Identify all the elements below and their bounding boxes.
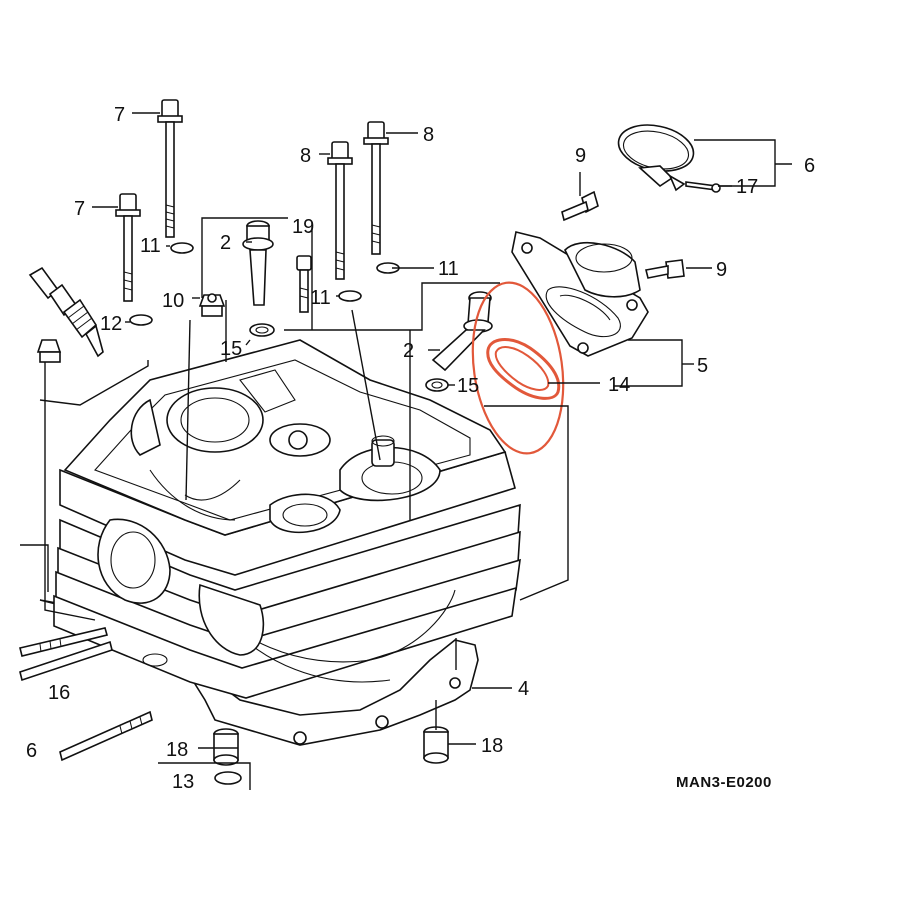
callout-16-b: 6 — [26, 740, 37, 762]
callout-15-top: 15 — [220, 338, 242, 360]
cylinder-head — [39, 339, 521, 746]
screw-17 — [685, 181, 721, 193]
washer-15-mid — [425, 378, 449, 392]
callout-16-a: 16 — [48, 682, 70, 704]
callout-17: 17 — [736, 176, 758, 198]
bolt-9-lower — [645, 259, 685, 279]
spark-plug — [28, 266, 104, 358]
valve-guide-2-mid — [431, 291, 493, 372]
callout-8-right: 8 — [423, 124, 434, 146]
valve-guide-2-top — [242, 220, 274, 306]
callout-7-left: 7 — [74, 198, 85, 220]
highlight-circle — [471, 281, 565, 455]
callout-6: 6 — [804, 155, 815, 177]
bolt-8-right — [363, 121, 400, 274]
callout-5: 5 — [697, 355, 708, 377]
callout-9-lower: 9 — [716, 259, 727, 281]
callout-18-right: 18 — [481, 735, 503, 757]
callout-11-right: 11 — [438, 258, 459, 280]
callout-19: 19 — [292, 216, 314, 238]
clamp-band-6 — [617, 124, 695, 192]
callout-2-mid: 2 — [403, 340, 414, 362]
leader-lines — [20, 112, 792, 790]
callout-15-mid: 15 — [457, 375, 479, 397]
callout-2-top: 2 — [220, 232, 231, 254]
carb-insulator-5 — [511, 231, 649, 357]
insulator-gasket-14 — [486, 338, 561, 400]
ring-13 — [214, 771, 242, 785]
callout-13: 13 — [172, 771, 194, 793]
callout-14: 14 — [608, 374, 630, 396]
callout-8-left: 8 — [300, 145, 311, 167]
bolt-8-left — [327, 141, 362, 302]
reference-code: MAN3-E0200 — [676, 774, 772, 791]
stud-16 — [19, 627, 153, 762]
bolt-19 — [296, 255, 312, 313]
callout-9-upper: 9 — [575, 145, 586, 167]
callout-18-left: 18 — [166, 739, 188, 761]
callout-10: 10 — [162, 290, 184, 312]
nut-10 — [198, 293, 226, 317]
nut-left — [36, 339, 62, 363]
callout-4: 4 — [518, 678, 529, 700]
callout-11-left: 11 — [140, 235, 161, 257]
bolt-7-top — [157, 99, 194, 254]
dowel-18-left — [213, 728, 239, 766]
dowel-18-right — [423, 726, 449, 764]
callout-11-mid: 11 — [310, 287, 331, 309]
callout-12: 12 — [100, 313, 122, 335]
callouts: 7 7 8 8 9 9 6 17 19 2 2 11 11 11 10 12 1… — [26, 104, 815, 793]
callout-7-top: 7 — [114, 104, 125, 126]
washer-15-top — [249, 323, 275, 337]
bolt-9-upper — [561, 190, 599, 222]
bolt-7-left — [115, 193, 153, 326]
